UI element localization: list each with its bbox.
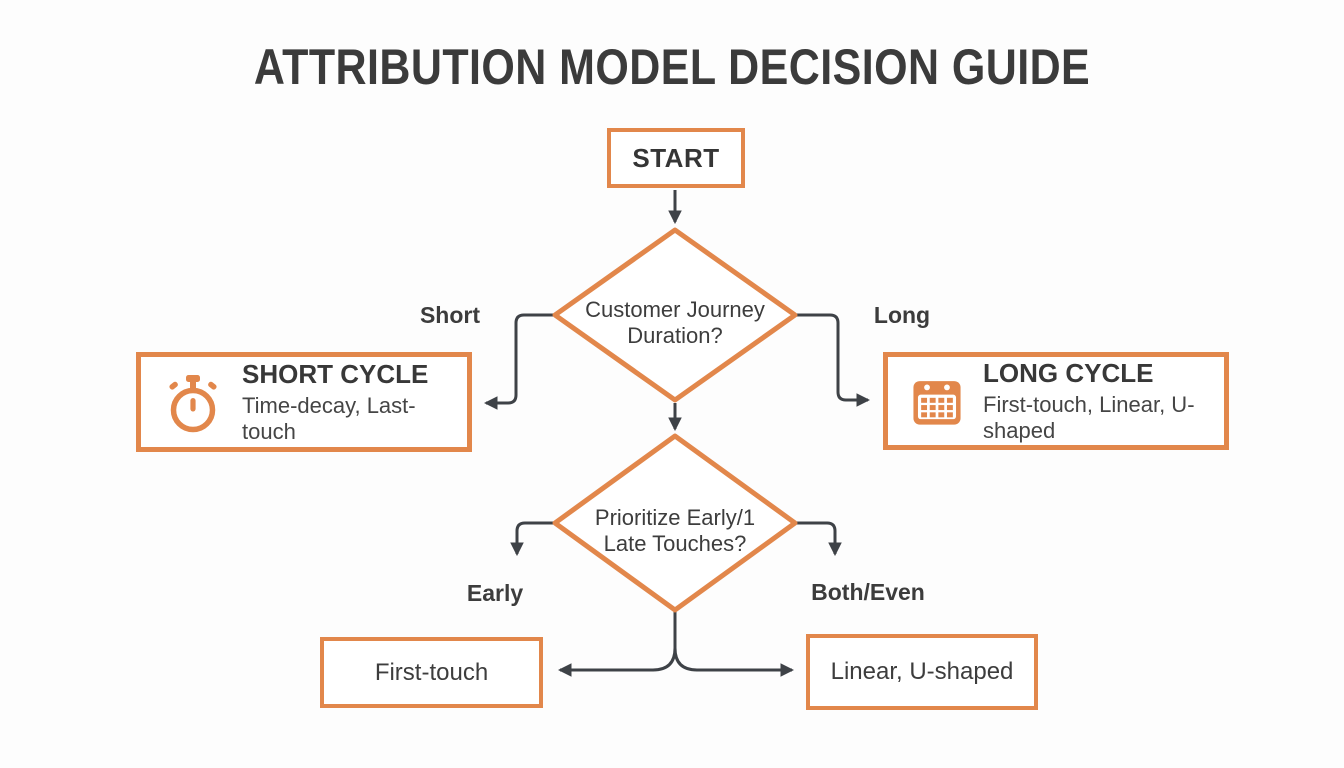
branch-label-both-even: Both/Even: [811, 579, 925, 605]
calendar-grid: [921, 397, 953, 418]
decision1-question: Customer Journey Duration?: [555, 297, 795, 349]
decision1-diamond: [552, 227, 798, 403]
branch-label-long: Long: [873, 302, 931, 328]
connector-decision1-to-long-cycle: [794, 313, 871, 407]
decision1-question-line1: Customer Journey: [585, 297, 765, 322]
branch-label-early: Early: [466, 580, 524, 606]
connector-to-linear-u-shaped: [673, 647, 795, 677]
diagram-title: ATTRIBUTION MODEL DECISION GUIDE: [253, 39, 1091, 95]
stopwatch-icon: [169, 375, 217, 433]
connector-decision2-early-branch: [510, 521, 556, 557]
short-cycle-text: SHORT CYCLE Time-decay, Last-touch: [242, 359, 467, 445]
first-touch-label: First-touch: [374, 658, 489, 686]
long-cycle-title: LONG CYCLE: [983, 358, 1154, 389]
calendar-icon: [913, 381, 961, 425]
first-touch-node: First-touch: [320, 637, 543, 708]
linear-u-shaped-node: Linear, U-shaped: [806, 634, 1038, 710]
connector-decision2-both-branch: [794, 521, 842, 557]
start-node-label: START: [632, 142, 720, 173]
decision1-question-line2: Duration?: [627, 323, 723, 348]
branch-label-short: Short: [419, 302, 481, 328]
connector-decision1-to-short-cycle: [483, 313, 556, 410]
decision2-question-line1: Prioritize Early/1: [594, 505, 756, 530]
short-cycle-title: SHORT CYCLE: [242, 359, 429, 390]
decision2-question: Prioritize Early/1 Late Touches?: [555, 505, 795, 557]
short-cycle-node: SHORT CYCLE Time-decay, Last-touch: [136, 352, 472, 452]
connector-to-first-touch: [557, 647, 677, 677]
long-cycle-text: LONG CYCLE First-touch, Linear, U-shaped: [983, 358, 1224, 444]
short-cycle-subtitle: Time-decay, Last-touch: [242, 392, 416, 444]
long-cycle-subtitle: First-touch, Linear, U-shaped: [983, 391, 1195, 443]
start-node: START: [607, 128, 745, 188]
decision2-diamond: [552, 433, 798, 613]
linear-u-shaped-label: Linear, U-shaped: [830, 658, 1014, 685]
decision2-question-line2: Late Touches?: [603, 531, 747, 556]
long-cycle-node: LONG CYCLE First-touch, Linear, U-shaped: [883, 352, 1229, 450]
